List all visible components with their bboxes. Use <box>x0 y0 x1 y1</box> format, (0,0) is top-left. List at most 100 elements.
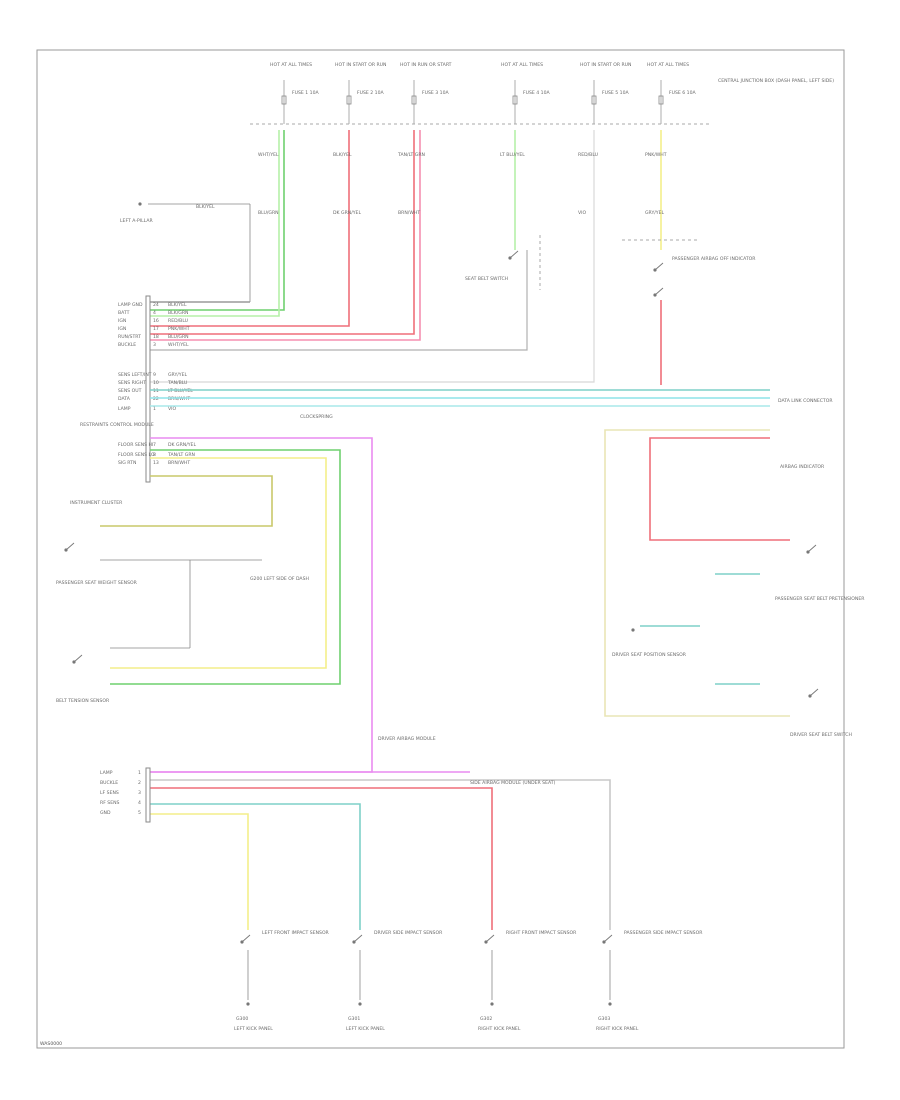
fuse-source-label: HOT AT ALL TIMES <box>501 62 543 68</box>
fuse-source-label: HOT IN RUN OR START <box>400 62 452 68</box>
restraints-pin-number: 13 <box>153 460 159 466</box>
fuse-source-label: HOT IN START OR RUN <box>335 62 386 68</box>
fuse-body <box>411 95 417 105</box>
data-link-label: DATA LINK CONNECTOR <box>778 398 833 404</box>
impact-sensor-ground-id: G302 <box>480 1016 492 1022</box>
restraints-pin-number: 1 <box>153 406 156 412</box>
restraints-pin-name: FLOOR SENS LO <box>118 452 155 458</box>
wire-fuse1-lightgreen <box>150 130 280 317</box>
impact-sensor-switch-pivot <box>602 940 606 944</box>
wire-bottom-yellow <box>150 813 249 930</box>
indicator-label: PASSENGER AIRBAG OFF INDICATOR <box>672 256 756 262</box>
fuse-rating-label: FUSE 4 10A <box>523 90 551 96</box>
restraints-pin-wire: BRN/WHT <box>168 460 190 466</box>
wire-floor-green <box>110 449 341 685</box>
fuse-source-label: HOT AT ALL TIMES <box>647 62 689 68</box>
wire-fuse2-red <box>150 130 350 327</box>
restraints-pin-number: 24 <box>153 302 159 308</box>
side-airbag-module-label: SIDE AIRBAG MODULE (UNDER SEAT) <box>470 780 556 786</box>
indicator-switch-a <box>654 262 664 271</box>
driver-airbag-label: DRIVER AIRBAG MODULE <box>378 736 436 742</box>
wire-bottom-grey <box>150 779 611 930</box>
side-airbag-pin-number: 1 <box>138 770 141 776</box>
fuse-source-label: HOT AT ALL TIMES <box>270 62 312 68</box>
impact-sensor-switch <box>603 934 613 943</box>
restraints-pin-wire: VIO <box>168 406 176 412</box>
wire-code-tag: RED/BLU <box>578 152 598 158</box>
restraints-pin-wire: GRY/YEL <box>168 372 188 378</box>
ground-g201-desc: LEFT A-PILLAR <box>120 218 153 224</box>
side-airbag-pin-name: RF SENS <box>100 800 120 806</box>
junction-box-label: CENTRAL JUNCTION BOX (DASH PANEL, LEFT S… <box>718 78 834 84</box>
ground-g201-dot <box>138 202 142 206</box>
fuse-body <box>346 95 352 105</box>
restraints-pin-number: 4 <box>153 310 156 316</box>
restraints-pin-name: SENS RIGHT <box>118 380 146 386</box>
wire-code-tag: BLK/YEL <box>333 152 352 158</box>
restraints-pin-name: BATT <box>118 310 130 316</box>
impact-sensor-switch-pivot <box>352 940 356 944</box>
restraints-pin-wire: LT BLU/YEL <box>168 388 193 394</box>
restraints-pin-wire: BLU/GRN <box>168 334 189 340</box>
wire-bottom-red <box>150 787 493 930</box>
wire-code-tag: WHT/YEL <box>258 152 279 158</box>
driver-belt-switch <box>809 688 819 697</box>
seat-position-label: DRIVER SEAT POSITION SENSOR <box>612 652 687 658</box>
wire-code-tag: DK GRN/YEL <box>333 210 361 216</box>
belt-tension-switch <box>73 654 83 663</box>
wire-bottom-teal <box>150 803 361 930</box>
restraints-module-label: RESTRAINTS CONTROL MODULE <box>80 422 154 428</box>
impact-sensor-label: RIGHT FRONT IMPACT SENSOR <box>506 930 577 936</box>
impact-sensor-ground-id: G301 <box>348 1016 360 1022</box>
restraints-pin-wire: BLK/YEL <box>168 302 187 308</box>
wire-cluster-olive <box>100 475 273 527</box>
impact-sensor-ground-dot <box>358 1002 362 1006</box>
impact-sensor-switch <box>241 934 251 943</box>
wire-code-tag: GRY/YEL <box>645 210 665 216</box>
wire-fuse1-green <box>150 130 285 311</box>
g200-label: G200 LEFT SIDE OF DASH <box>250 576 309 582</box>
restraints-pin-name: LAMP GND <box>118 302 143 308</box>
passenger-seat-sensor-label: PASSENGER SEAT WEIGHT SENSOR <box>56 580 138 586</box>
seat-belt-switch-label: SEAT BELT SWITCH <box>465 276 508 282</box>
side-airbag-pin-number: 3 <box>138 790 141 796</box>
side-airbag-pin-name: LF SENS <box>100 790 119 796</box>
fuse-rating-label: FUSE 2 10A <box>357 90 385 96</box>
fuse-rating-label: FUSE 1 10A <box>292 90 320 96</box>
impact-sensor-location: RIGHT KICK PANEL <box>478 1026 521 1032</box>
restraints-pin-wire: TAN/BLU <box>167 380 187 386</box>
wire-fuse3-pink <box>150 130 421 341</box>
fuse-body <box>591 95 597 105</box>
side-airbag-pin-name: BUCKLE <box>100 780 118 786</box>
restraints-pin-wire: BLK/GRN <box>168 310 188 316</box>
impact-sensor-ground-dot <box>608 1002 612 1006</box>
side-airbag-pin-number: 5 <box>138 810 141 816</box>
side-airbag-pin-name: GND <box>100 810 111 816</box>
wire-code-tag: BLU/GRN <box>258 210 279 216</box>
restraints-pin-number: 7 <box>153 442 156 448</box>
restraints-pin-wire: PNK/WHT <box>168 326 190 332</box>
wire-code-tag: PNK/WHT <box>645 152 667 158</box>
impact-sensor-label: DRIVER SIDE IMPACT SENSOR <box>374 930 443 936</box>
seat-belt-switch <box>509 250 519 259</box>
impact-sensor-switch-pivot <box>240 940 244 944</box>
restraints-pin-number: 3 <box>153 342 156 348</box>
side-airbag-module-body <box>145 767 151 823</box>
belt-tension-label: BELT TENSION SENSOR <box>56 698 110 704</box>
restraints-pin-number: 16 <box>153 318 159 324</box>
restraints-pin-name: BUCKLE <box>118 342 136 348</box>
restraints-pin-number: 8 <box>153 452 156 458</box>
restraints-pin-name: IGN <box>118 326 126 332</box>
wire-code-tag: VIO <box>578 210 586 216</box>
fuse-body <box>658 95 664 105</box>
restraints-pin-name: IGN <box>118 318 126 324</box>
restraints-pin-name: FLOOR SENS HI <box>118 442 153 448</box>
impact-sensor-ground-id: G300 <box>236 1016 248 1022</box>
indicator-switch-b-pivot <box>653 293 657 297</box>
wire-code-tag: BRN/WHT <box>398 210 420 216</box>
restraints-pin-wire: DK GRN/YEL <box>168 442 196 448</box>
wire-right-pale <box>604 429 790 717</box>
fuse-body <box>281 95 287 105</box>
passenger-pretensioner-label: PASSENGER SEAT BELT PRETENSIONER <box>775 596 865 602</box>
